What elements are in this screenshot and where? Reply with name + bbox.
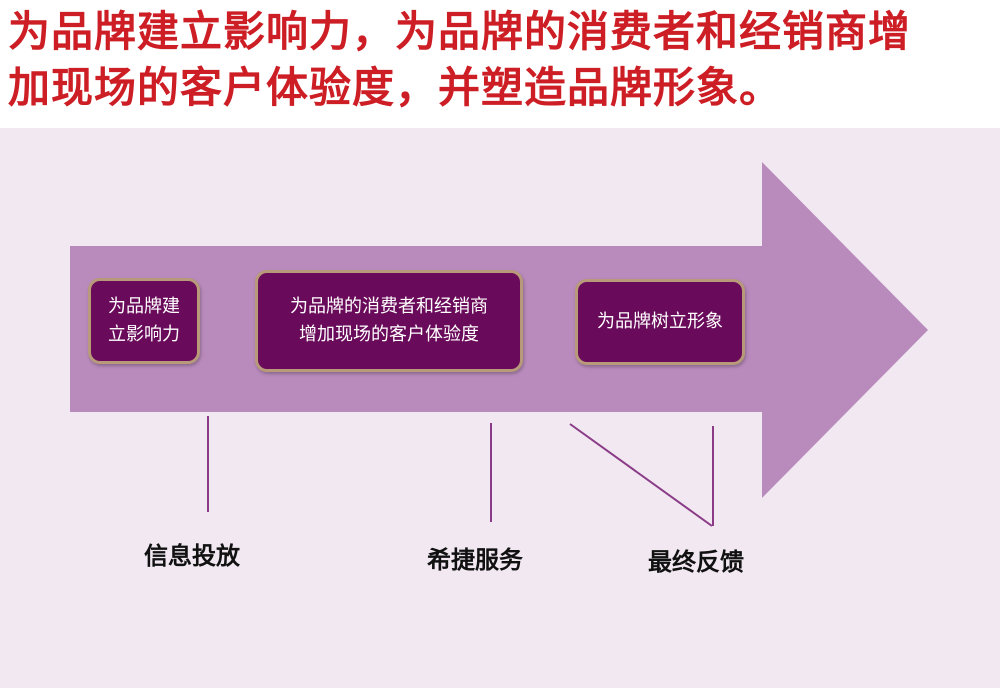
stage-box-customer-experience: 为品牌的消费者和经销商 增加现场的客户体验度 — [255, 270, 523, 372]
headline-line-1: 为品牌建立影响力，为品牌的消费者和经销商增 — [8, 7, 912, 56]
connector-line-3a — [569, 423, 713, 527]
headline-line-2: 加现场的客户体验度，并塑造品牌形象。 — [8, 63, 783, 112]
label-info-delivery: 信息投放 — [144, 542, 240, 570]
stage-box-text: 增加现场的客户体验度 — [299, 324, 479, 345]
stage-box-text: 立影响力 — [108, 324, 180, 345]
diagram-svg — [70, 162, 928, 527]
label-seagate-service: 希捷服务 — [427, 546, 523, 574]
stage-box-text: 为品牌树立形象 — [597, 311, 723, 332]
stage-box-text: 为品牌建 — [108, 296, 180, 317]
stage-box-brand-influence: 为品牌建 立影响力 — [88, 278, 200, 364]
headline: 为品牌建立影响力，为品牌的消费者和经销商增 加现场的客户体验度，并塑造品牌形象。 — [8, 4, 992, 116]
label-final-feedback: 最终反馈 — [648, 548, 744, 576]
diagram-panel: 为品牌建 立影响力 为品牌的消费者和经销商 增加现场的客户体验度 为品牌树立形象… — [0, 128, 1000, 688]
stage-box-brand-image: 为品牌树立形象 — [575, 279, 745, 365]
stage-box-text: 为品牌的消费者和经销商 — [290, 296, 488, 317]
